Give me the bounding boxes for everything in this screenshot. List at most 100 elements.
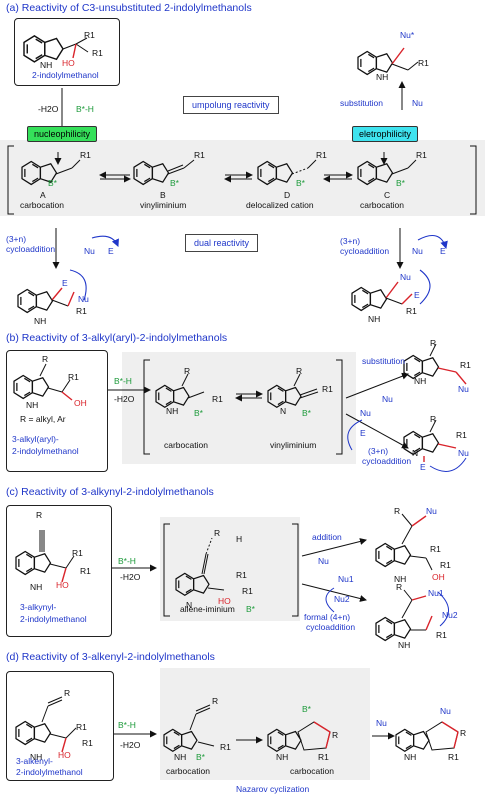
b-int1-bstar: B*	[194, 408, 203, 418]
c-prod2-nu1: Nu1	[428, 588, 444, 598]
b-int1-nh: NH	[166, 406, 179, 416]
b-cyclo-1: (3+n)	[368, 446, 389, 456]
c-int-ho: HO	[218, 596, 231, 606]
a-substrate-r1-upper: R1	[84, 30, 95, 40]
d-nu: Nu	[376, 718, 387, 728]
b-cyclo-2: cycloaddition	[362, 456, 412, 466]
b-prod1-nh: NH	[414, 376, 427, 386]
intermediate-panel-c	[160, 517, 300, 621]
a-left-product-r1: R1	[76, 306, 87, 316]
c-prod2-nu2: Nu2	[442, 610, 458, 620]
b-substrate-r1: R1	[68, 372, 79, 382]
b-prod1-nu: Nu	[458, 384, 469, 394]
a-substrate-ho: HO	[62, 58, 75, 68]
a-substrate-nh: NH	[40, 60, 53, 70]
b-prod1-r: R	[430, 338, 437, 348]
b-substrate-name-2: 2-indolylmethanol	[12, 446, 79, 456]
b-int1-r: R	[184, 366, 191, 376]
d-reagent: B*-H	[118, 720, 136, 730]
d-substrate-name-1: 3-alkenyl-	[16, 756, 53, 766]
c-formal-2: cycloaddition	[306, 622, 356, 632]
c-substrate-r1-lower: R1	[80, 566, 91, 576]
d-nazarov: Nazarov cyclization	[236, 784, 310, 794]
c-nu2: Nu2	[334, 594, 350, 604]
a-C-name: carbocation	[360, 200, 404, 210]
d-substrate-r1-lower: R1	[82, 738, 93, 748]
c-substrate-name-2: 2-indolylmethanol	[20, 614, 87, 624]
c-int-h: H	[236, 534, 243, 544]
c-reagent: B*-H	[118, 556, 136, 566]
b-substitution: substitution	[362, 356, 405, 366]
intermediate-panel-d	[160, 668, 370, 780]
a-B-bstar: B*	[170, 178, 179, 188]
c-int-bstar: B*	[246, 604, 255, 614]
a-cyclo-right-2: cycloaddition	[340, 246, 390, 256]
c-prod1-r1-upper: R1	[430, 544, 441, 554]
d-prod-nh: NH	[404, 752, 417, 762]
d-int1-nh: NH	[174, 752, 187, 762]
b-prod2-r: R	[430, 414, 437, 424]
a-right-product-e: E	[414, 290, 420, 300]
b-reagent: B*-H	[114, 376, 132, 386]
c-prod1-oh: OH	[432, 572, 445, 582]
intermediate-panel-b	[122, 352, 356, 464]
section-title-b: (b) Reactivity of 3-alkyl(aryl)-2-indoly…	[6, 332, 228, 344]
a-B-label: B	[160, 190, 166, 200]
d-int2-r1: R1	[318, 752, 329, 762]
a-right-e: E	[440, 246, 446, 256]
a-D-label: D	[284, 190, 291, 200]
d-int2-nh: NH	[276, 752, 289, 762]
c-water: -H2O	[120, 572, 141, 582]
a-A-label: A	[40, 190, 46, 200]
c-int-r1-lower: R1	[242, 586, 253, 596]
a-C-r1: R1	[416, 150, 427, 160]
d-prod-nu: Nu	[440, 706, 451, 716]
c-int-name: allene-iminium	[180, 604, 235, 614]
a-substrate-r1-lower: R1	[92, 48, 103, 58]
b-prod2-e: E	[420, 462, 426, 472]
a-C-label: C	[384, 190, 391, 200]
substrate-box-b	[6, 350, 108, 472]
b-substrate-nh: NH	[26, 400, 39, 410]
a-A-bstar: B*	[48, 178, 57, 188]
a-left-product-e: E	[62, 278, 68, 288]
a-water: -H2O	[38, 104, 59, 114]
d-substrate-name-2: 2-indolylmethanol	[16, 767, 83, 777]
d-int1-r1: R1	[220, 742, 231, 752]
a-nucleophilicity-pill: nucleophilicity	[27, 126, 98, 142]
a-left-nu: Nu	[84, 246, 95, 256]
a-right-product-r1: R1	[406, 306, 417, 316]
d-int2-r: R	[332, 730, 339, 740]
a-product-nh: NH	[376, 72, 389, 82]
section-title-a: (a) Reactivity of C3-unsubstituted 2-ind…	[6, 2, 252, 14]
a-C-bstar: B*	[396, 178, 405, 188]
a-cyclo-left-1: (3+n)	[6, 234, 27, 244]
a-umpolung-frame: umpolung reactivity	[183, 96, 279, 114]
a-D-bstar: B*	[296, 178, 305, 188]
a-D-r1: R1	[316, 150, 327, 160]
b-substrate-oh: OH	[74, 398, 87, 408]
a-B-r1: R1	[194, 150, 205, 160]
d-int1-r: R	[212, 696, 219, 706]
d-substrate-ho: HO	[58, 750, 71, 760]
c-addition: addition	[312, 532, 342, 542]
b-prod2-r1: R1	[456, 430, 467, 440]
c-formal-1: formal (4+n)	[304, 612, 351, 622]
d-prod-r1: R1	[448, 752, 459, 762]
a-left-product-nu: Nu	[78, 294, 89, 304]
b-substrate-r: R	[42, 354, 49, 364]
b-r-definition: R = alkyl, Ar	[20, 414, 66, 424]
a-D-name: delocalized cation	[246, 200, 314, 210]
c-int-r: R	[214, 528, 221, 538]
c-prod2-r: R	[396, 582, 403, 592]
c-substrate-r: R	[36, 510, 43, 520]
c-substrate-nh: NH	[30, 582, 43, 592]
b-water: -H2O	[114, 394, 135, 404]
a-nu-top: Nu	[412, 98, 423, 108]
d-substrate-nh: NH	[30, 752, 43, 762]
a-product-r1: R1	[418, 58, 429, 68]
c-prod1-nu: Nu	[426, 506, 437, 516]
b-int2-r1: R1	[322, 384, 333, 394]
a-left-product-nh: NH	[34, 316, 47, 326]
c-nu1: Nu1	[338, 574, 354, 584]
